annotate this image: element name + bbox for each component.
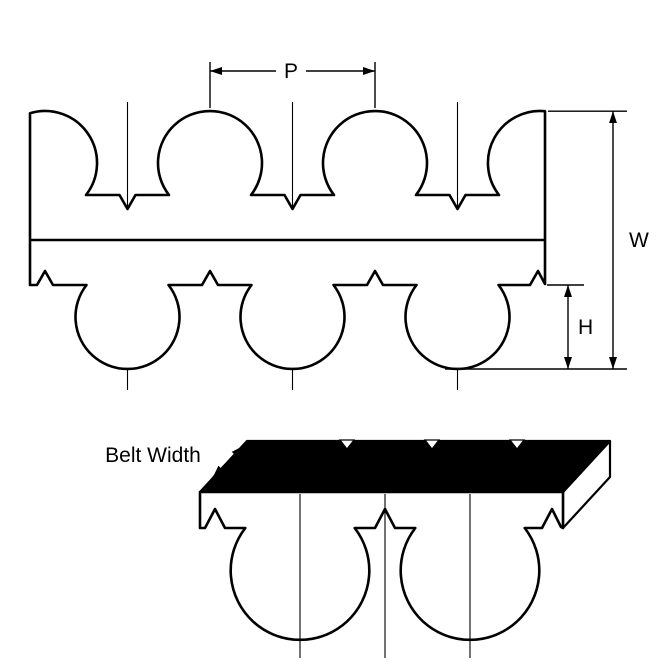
pitch-dimension: P [209,60,376,108]
belt-cross-section [28,102,547,390]
belt-front-profile [198,490,565,642]
tooth-height-label: H [578,316,593,339]
belt-width-label: Belt Width [105,444,201,467]
tooth-height-dimension: H [547,284,593,369]
back-edge-notch [423,439,441,450]
belt-width-annotation: Belt Width [105,444,244,478]
belt-3d-view [198,439,612,658]
back-edge-notch [508,439,526,450]
belt-width-arrow [212,445,244,478]
back-edge-notch [338,439,356,450]
overall-depth-label: W [629,229,649,252]
belt-top-surface [198,439,612,494]
overall-depth-dimension: W [445,110,649,370]
pitch-label: P [284,60,298,83]
